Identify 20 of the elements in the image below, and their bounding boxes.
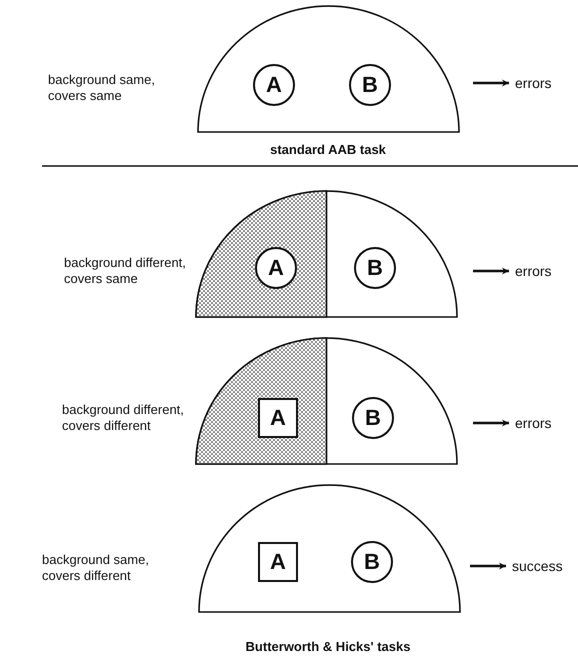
arrow [473,420,509,426]
condition-text: background same, covers different [42,552,150,584]
caption-text: Butterworth & Hicks' tasks [246,639,410,654]
outcome-text: success [512,558,563,574]
outcome-text: errors [515,415,552,431]
boxed-letter: A [258,542,298,582]
condition-text: background same, covers same [48,72,156,104]
outcome-text: errors [515,75,552,91]
outcome-text: errors [515,263,552,279]
semicircle-board [197,5,460,133]
arrow [473,80,509,86]
boxed-letter: A [258,398,298,438]
condition-text: background different, covers different [62,402,185,434]
semicircle-board [198,484,461,613]
arrow [473,268,509,274]
arrow [470,562,506,570]
condition-text: background different, covers same [64,255,187,287]
semicircle-board [195,337,458,465]
semicircle-board [195,190,458,318]
caption-text: standard AAB task [270,142,386,157]
